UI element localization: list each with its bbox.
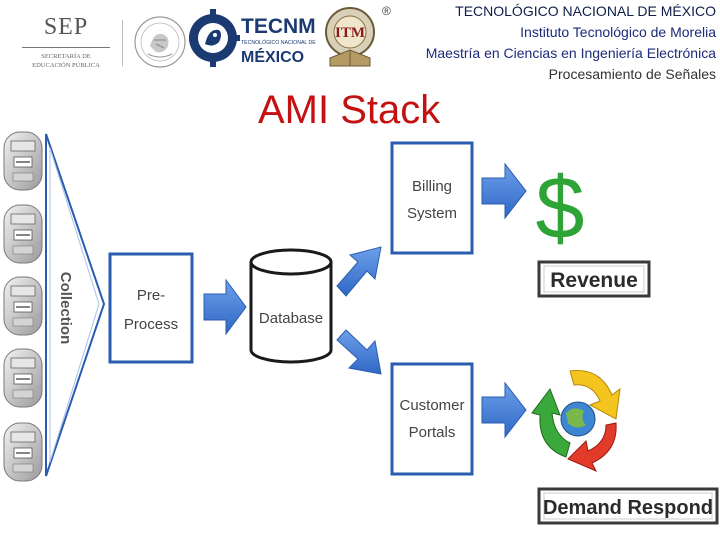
revenue-label: Revenue: [550, 269, 638, 292]
tecnm-wordmark: TECNM: [241, 15, 316, 38]
revenue-box: Revenue: [537, 260, 651, 298]
sep-logo: SEP Secretaría de Educación Pública: [18, 14, 114, 70]
preprocess-label-1: Pre-: [137, 287, 165, 304]
meter-icon: [3, 276, 43, 336]
institution-line-3: Maestría en Ciencias en Ingeniería Elect…: [425, 45, 716, 61]
tecnm-mexico: MÉXICO: [241, 47, 304, 66]
dollar-sign-icon: $: [536, 158, 585, 257]
arrow-right-icon: [481, 162, 527, 220]
sep-subtitle-line-2: Educación Pública: [32, 62, 100, 69]
billing-label-2: System: [407, 205, 457, 222]
sep-subtitle: Secretaría de Educación Pública: [18, 52, 114, 70]
slide-title: AMI Stack: [258, 88, 441, 132]
meter-icon: [3, 422, 43, 482]
database-label: Database: [259, 310, 323, 327]
institution-line-4: Procesamiento de Señales: [548, 66, 716, 82]
meter-icon: [3, 348, 43, 408]
slide-header: SEP Secretaría de Educación Pública TECN…: [0, 0, 720, 84]
portals-label-2: Portals: [409, 424, 456, 441]
institution-line-1: TECNOLÓGICO NACIONAL DE MÉXICO: [455, 3, 716, 19]
billing-label-1: Billing: [412, 178, 452, 195]
collection-funnel: Collection: [45, 133, 106, 477]
preprocess-label-2: Process: [124, 316, 178, 333]
gear-icon: [189, 9, 240, 67]
arrow-down-right-icon: [336, 329, 382, 375]
demand-respond-box: Demand Respond: [537, 487, 719, 525]
sep-subtitle-line-1: Secretaría de: [41, 53, 91, 60]
billing-system-box: Billing System: [390, 141, 474, 255]
customer-portals-box: Customer Portals: [390, 362, 474, 476]
smart-meters: [3, 131, 43, 482]
institution-block: TECNOLÓGICO NACIONAL DE MÉXICO Instituto…: [426, 1, 716, 85]
sep-logo-text: SEP: [43, 14, 89, 40]
recycle-icon: [531, 370, 621, 472]
itm-text: ITM: [335, 25, 365, 41]
itm-logo: ITM: [325, 7, 375, 67]
arrow-right-icon: [481, 381, 527, 439]
sep-divider: [22, 47, 110, 48]
portals-label-1: Customer: [399, 397, 464, 414]
arrow-up-right-icon: [336, 246, 382, 297]
meter-icon: [3, 131, 43, 191]
tecnm-subtitle: TECNOLÓGICO NACIONAL DE: [241, 39, 316, 46]
meter-icon: [3, 204, 43, 264]
arrow-right-icon: [203, 278, 247, 336]
collection-label: Collection: [57, 272, 74, 345]
demand-respond-label: Demand Respond: [543, 497, 713, 519]
preprocess-box: Pre- Process: [108, 252, 194, 364]
database-cylinder-icon: Database: [249, 248, 333, 364]
ami-stack-diagram: Collection Pre- Process Database Billing…: [3, 131, 719, 525]
header-divider: [122, 20, 123, 66]
institution-line-2: Instituto Tecnológico de Morelia: [520, 24, 716, 40]
registered-mark: ®: [382, 4, 391, 18]
mexico-crest-icon: [134, 16, 186, 68]
tecnm-logo: TECNM TECNOLÓGICO NACIONAL DE MÉXICO: [189, 2, 317, 74]
